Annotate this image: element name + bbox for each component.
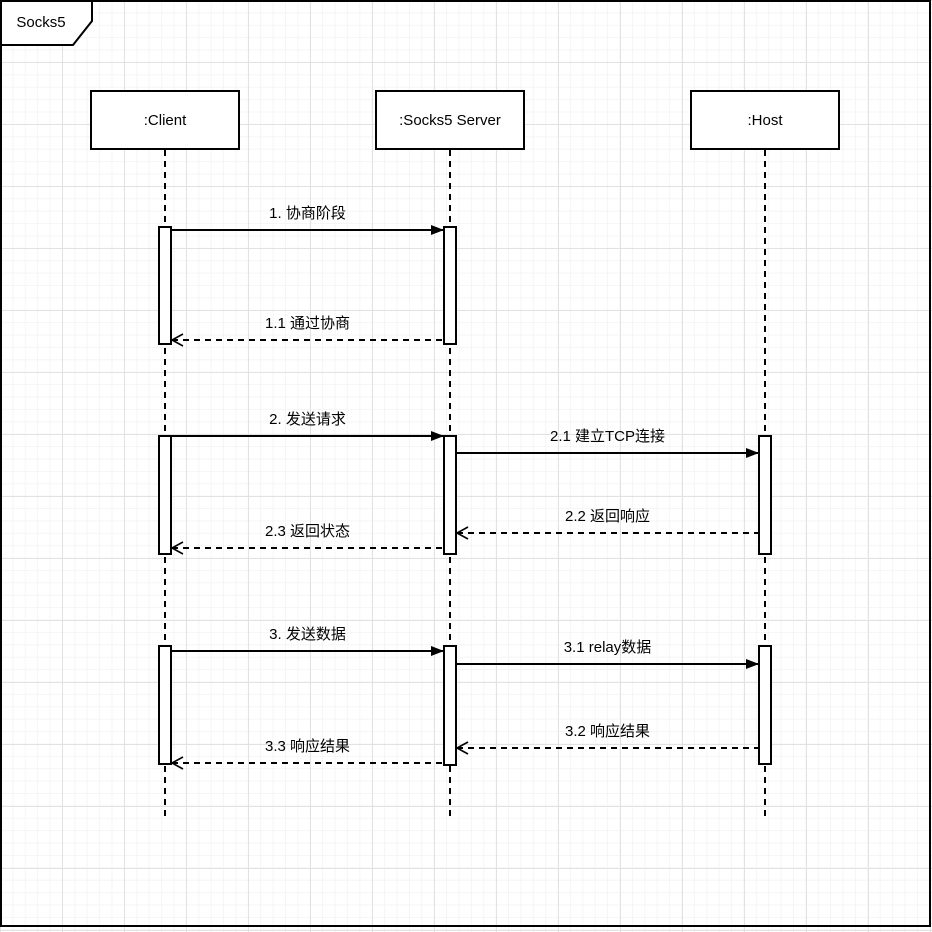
actor-host-label: :Host [747,111,783,129]
message-line [172,435,443,437]
activation-bar-client-1 [158,226,172,345]
message-line [172,547,443,549]
open-arrowhead-icon [170,333,184,347]
activation-bar-host-2 [758,435,772,555]
message-label: 2.3 返回状态 [264,523,351,540]
activation-bar-client-3 [158,645,172,765]
frame-title: Socks5 [16,14,66,31]
filled-arrowhead-icon [746,659,759,669]
frame-tab-shape [0,0,93,46]
frame-title-tab: Socks5 [0,0,95,48]
actor-socks5-server: :Socks5 Server [375,90,525,150]
open-arrowhead-icon [455,741,469,755]
message-label: 3.1 relay数据 [563,639,652,656]
message-label: 3.2 响应结果 [564,723,651,740]
open-arrowhead-icon [170,541,184,555]
actor-socks5-server-label: :Socks5 Server [399,111,501,129]
activation-bar-server-1 [443,226,457,345]
activation-bar-host-3 [758,645,772,765]
message-line [172,650,443,652]
filled-arrowhead-icon [431,225,444,235]
filled-arrowhead-icon [431,646,444,656]
message-line [457,452,758,454]
message-label: 3. 发送数据 [269,626,346,643]
message-label: 1.1 通过协商 [264,315,351,332]
actor-host: :Host [690,90,840,150]
actor-client-label: :Client [143,111,187,129]
filled-arrowhead-icon [746,448,759,458]
activation-bar-server-2 [443,435,457,555]
message-line [172,339,443,341]
message-line [172,229,443,231]
message-line [172,762,443,764]
message-line [457,663,758,665]
message-label: 2. 发送请求 [269,411,346,428]
message-label: 2.2 返回响应 [564,508,651,525]
open-arrowhead-icon [170,756,184,770]
message-label: 1. 协商阶段 [269,205,346,222]
activation-bar-client-2 [158,435,172,555]
message-label: 2.1 建立TCP连接 [549,428,666,445]
open-arrowhead-icon [455,526,469,540]
message-label: 3.3 响应结果 [264,738,351,755]
filled-arrowhead-icon [431,431,444,441]
actor-client: :Client [90,90,240,150]
message-line [457,747,758,749]
activation-bar-server-3 [443,645,457,766]
message-line [457,532,758,534]
